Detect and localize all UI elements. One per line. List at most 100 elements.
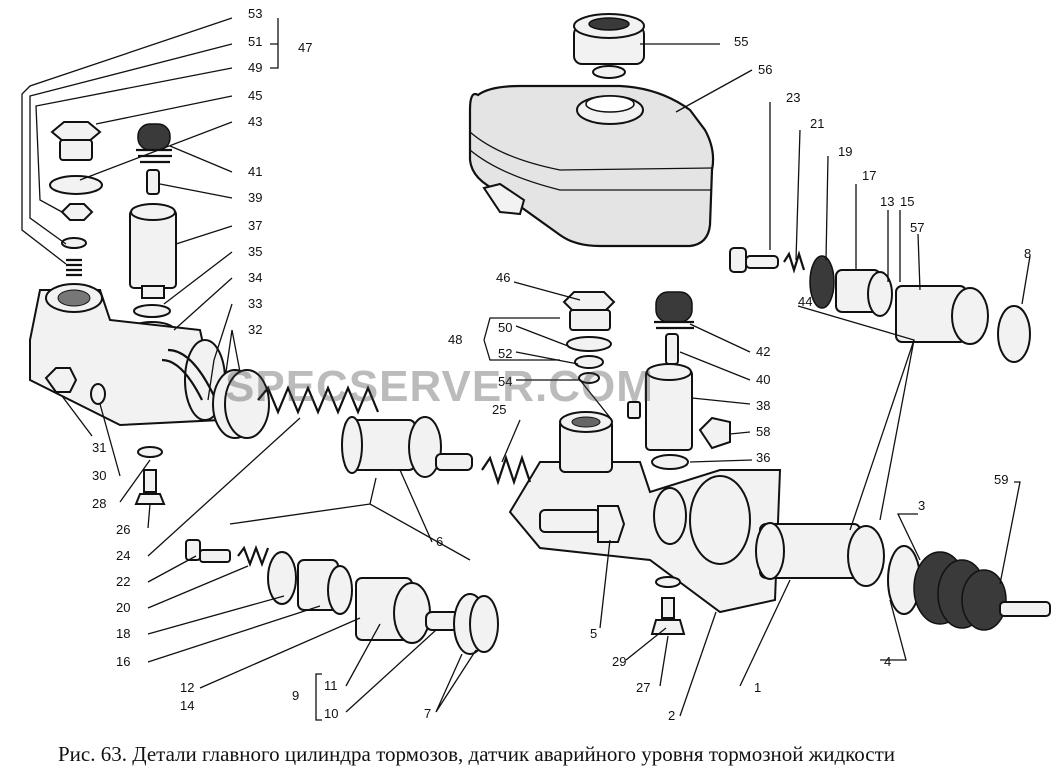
callout-5: 5 (590, 626, 597, 641)
callout-21: 21 (810, 116, 824, 131)
callout-52: 52 (498, 346, 512, 361)
spring-25 (481, 454, 532, 486)
cylinder-body-main (508, 411, 782, 614)
callout-27: 27 (636, 680, 650, 695)
callout-16: 16 (116, 654, 130, 669)
callout-11: 11 (324, 678, 338, 693)
pin-39 (146, 169, 160, 195)
o-ring-33 (224, 369, 270, 439)
ring-8 (997, 305, 1031, 363)
callout-13: 13 (880, 194, 894, 209)
pin-40 (665, 333, 679, 365)
callout-58: 58 (756, 424, 770, 439)
washer-28 (137, 446, 163, 458)
callout-17: 17 (862, 168, 876, 183)
plug-45 (50, 121, 102, 161)
callout-3: 3 (918, 498, 925, 513)
nut-51 (60, 203, 94, 221)
piston-6 (341, 416, 473, 478)
callout-50: 50 (498, 320, 512, 335)
callout-20: 20 (116, 600, 130, 615)
callout-6: 6 (436, 534, 443, 549)
seal-18 (267, 551, 297, 605)
figure-caption: Рис. 63. Детали главного цилиндра тормоз… (58, 742, 896, 766)
callout-26: 26 (116, 522, 130, 537)
plug-46 (562, 291, 616, 331)
callout-22: 22 (116, 574, 130, 589)
pushrod-59 (999, 601, 1051, 617)
nut-58 (698, 416, 731, 450)
callout-46: 46 (496, 270, 510, 285)
washer-49 (49, 175, 103, 195)
leader-lines (21, 17, 1031, 721)
callout-38: 38 (756, 398, 770, 413)
piston-16 (297, 559, 353, 615)
bolt-5 (539, 505, 626, 543)
ring-7b (469, 595, 499, 653)
nut-31 (44, 367, 78, 393)
reservoir-56 (468, 84, 715, 248)
callout-10: 10 (324, 706, 338, 721)
washer-36 (651, 454, 689, 470)
callout-9: 9 (292, 688, 299, 703)
piston-57 (895, 285, 989, 345)
washer-35 (133, 304, 171, 318)
callout-1: 1 (754, 680, 761, 695)
callout-labels: 53 51 49 47 45 43 41 39 37 35 34 33 32 3… (92, 6, 1031, 723)
callout-51: 51 (248, 34, 262, 49)
callout-8: 8 (1024, 246, 1031, 261)
callout-47: 47 (298, 40, 312, 55)
spring-21 (783, 250, 806, 274)
callout-30: 30 (92, 468, 106, 483)
callout-55: 55 (734, 34, 748, 49)
callout-28: 28 (92, 496, 106, 511)
callout-36: 36 (756, 450, 770, 465)
stop-23 (729, 247, 779, 273)
valve-53 (61, 237, 87, 249)
callout-31: 31 (92, 440, 106, 455)
callout-29: 29 (612, 654, 626, 669)
callout-32: 32 (248, 322, 262, 337)
callout-2: 2 (668, 708, 675, 723)
callout-53: 53 (248, 6, 262, 21)
callout-42: 42 (756, 344, 770, 359)
callout-39: 39 (248, 190, 262, 205)
sensor-42 (654, 291, 694, 330)
callout-57: 57 (910, 220, 924, 235)
bleeder-26 (134, 469, 166, 505)
callout-15: 15 (900, 194, 914, 209)
callout-40: 40 (756, 372, 770, 387)
stud-38b (627, 401, 641, 419)
callout-34: 34 (248, 270, 262, 285)
reservoir-cap-55 (573, 13, 645, 79)
callout-24: 24 (116, 548, 130, 563)
callout-12: 12 (180, 680, 194, 695)
callout-4: 4 (884, 654, 891, 669)
callout-45: 45 (248, 88, 262, 103)
callout-23: 23 (786, 90, 800, 105)
spring-24 (257, 385, 380, 415)
callout-35: 35 (248, 244, 262, 259)
callout-44: 44 (798, 294, 812, 309)
callout-56: 56 (758, 62, 772, 77)
callout-54: 54 (498, 374, 512, 389)
callout-59: 59 (994, 472, 1008, 487)
callout-25: 25 (492, 402, 506, 417)
callout-7: 7 (424, 706, 431, 721)
housing-38 (645, 363, 693, 451)
spring-20 (237, 544, 270, 568)
watermark: SPECSERVER.COM (225, 362, 654, 411)
callout-18: 18 (116, 626, 130, 641)
callout-41: 41 (248, 164, 262, 179)
bleeder-27 (650, 597, 686, 635)
seal-19 (809, 255, 835, 309)
callout-43: 43 (248, 114, 262, 129)
callout-33: 33 (248, 296, 262, 311)
boot-3 (913, 551, 1007, 631)
cylinder-body-left (29, 283, 226, 427)
valve-54 (578, 372, 600, 384)
stop-22 (185, 539, 231, 563)
callout-49: 49 (248, 60, 262, 75)
spring-small (66, 258, 82, 277)
